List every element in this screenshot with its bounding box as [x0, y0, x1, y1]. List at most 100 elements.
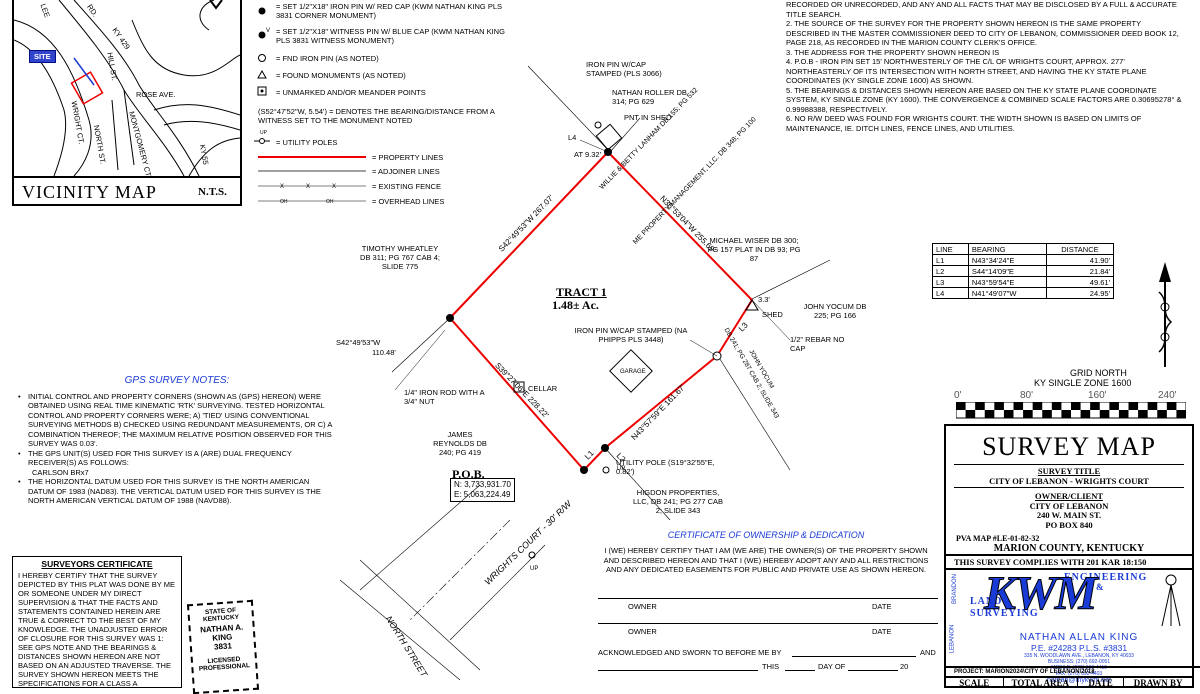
surveyor-certificate-text: I HEREBY CERTIFY THAT THE SURVEY DEPICTE… — [18, 571, 175, 688]
pob-coords: N: 3,733,931.70 E: 5,063,224.49 — [450, 478, 515, 502]
wrights-court-label: WRIGHTS COURT - 30' R/W — [483, 498, 575, 587]
roller-label: NATHAN ROLLER DB 314; PG 629 — [612, 88, 687, 106]
gps-notes: GPS SURVEY NOTES: • INITIAL CONTROL AND P… — [18, 376, 336, 506]
filled-circle-icon — [258, 7, 266, 15]
scale-label-80: 80' — [1020, 390, 1034, 401]
legend-item-unmarked: = UNMARKED AND/OR MEANDER POINTS — [276, 88, 426, 97]
pva-map: PVA MAP #LE-01-82-32 — [956, 534, 1040, 543]
bullet-icon: • — [18, 477, 21, 486]
firm-business: BUSINESS: (270) 692-0051 — [1047, 659, 1111, 665]
square-dot-icon — [257, 86, 267, 96]
gps-receiver: CARLSON BRx7 — [32, 467, 89, 477]
owner-label-1: OWNER — [628, 602, 657, 611]
scale-label-160: 160' — [1088, 390, 1107, 401]
rebar-label: 1/2" REBAR NO CAP — [790, 335, 845, 353]
yocum-label: JOHN YOCUM DB 225; PG 166 — [803, 302, 867, 320]
west-tie-distance: 110.48' — [372, 348, 396, 357]
firm-fax: FAX: (270) 692-4403 — [1055, 671, 1103, 677]
note-1: RECORDED OR UNRECORDED, AND ANY AND ALL … — [786, 0, 1177, 19]
legend-item-fnd-pin: = FND IRON PIN (AS NOTED) — [276, 54, 379, 63]
seal-state: STATE OF KENTUCKY — [202, 607, 240, 624]
firm-logo-letters: KWM — [983, 567, 1097, 621]
wiser-label: MICHAEL WISER DB 300; PG 157 PLAT IN DB … — [707, 236, 801, 263]
ownership-title: CERTIFICATE OF OWNERSHIP & DEDICATION — [667, 530, 865, 540]
bearing-nw-side: S42°49'53"W 267.07' — [497, 193, 556, 254]
firm-land: LAND — [970, 596, 1003, 607]
tract-area: 1.48± Ac. — [552, 298, 599, 312]
legend-symbols: V UP x x x OH OH — [254, 7, 366, 205]
firm-mobile: MOBILE: (270) 699-4410 — [1051, 665, 1107, 671]
fence-x-3: x — [332, 184, 336, 190]
triangle-icon — [257, 69, 267, 79]
reynolds-label: JAMES REYNOLDS DB 240; PG 419 — [433, 430, 487, 457]
line-bearing: N43°59'54"E — [967, 276, 1047, 288]
line-table-header: LINE BEARING DISTANCE — [932, 243, 1115, 255]
corner-nw — [446, 314, 454, 322]
pob-northing: N: 3,733,931.70 — [454, 480, 511, 489]
at932-label: AT 9.32' — [574, 150, 602, 159]
witness-pin-icon — [258, 31, 266, 39]
gps-note-2: THE GPS UNIT(S) USED FOR THIS SURVEY IS … — [28, 448, 292, 468]
gps-notes-title: GPS SURVEY NOTES: — [124, 375, 230, 386]
surveyor-certificate: SURVEYORS CERTIFICATE I HEREBY CERTIFY T… — [12, 556, 182, 688]
and-label: AND — [920, 648, 936, 657]
ownership-text: I (WE) HEREBY CERTIFY THAT I AM (WE ARE)… — [603, 546, 929, 574]
cellar-box — [513, 381, 525, 393]
legend-item-found-monuments: = FOUND MONUMENTS (AS NOTED) — [276, 71, 406, 80]
line-distance: 41.90' — [1045, 254, 1115, 266]
north-arrow-icon — [1158, 262, 1173, 367]
shed-label: SHED — [762, 310, 783, 319]
project-label: PROJECT: MARION2024\CITY OF LEBANON\2018 — [946, 666, 1200, 676]
surveyor-name: NATHAN ALLAN KING — [1019, 632, 1139, 643]
line-distance: 49.61' — [1045, 276, 1115, 288]
tract-name: TRACT 1 — [556, 285, 607, 299]
line-distance: 21.84' — [1045, 265, 1115, 277]
grid-north-label: GRID NORTH — [1070, 368, 1127, 378]
corner-s — [601, 444, 609, 452]
dist-33-label: 3.3' — [758, 295, 770, 304]
scale-bar — [956, 402, 1186, 419]
vicinity-map: SITE LEE RD. KY 429 HILL ST. ROSE AVE. W… — [12, 0, 242, 206]
surveyor-certificate-title: SURVEYORS CERTIFICATE — [41, 559, 153, 569]
pob-easting: E: 5,063,224.49 — [454, 490, 511, 499]
line-table-col-bearing: BEARING — [967, 243, 1047, 255]
date-label-1: DATE — [872, 602, 892, 611]
wheatley-label: TIMOTHY WHEATLEY DB 311; PG 767 CAB 4; S… — [360, 244, 440, 271]
legend-item-existing-fence: = EXISTING FENCE — [372, 182, 441, 191]
legend-item-overhead-lines: = OVERHEAD LINES — [372, 197, 445, 206]
pob-label: P.O.B. — [452, 467, 485, 481]
firm-engineering: ENGINEERING — [1064, 572, 1148, 583]
shed-box — [595, 123, 623, 151]
utility-pole-up: UP — [260, 130, 268, 136]
higdon-label: HIGDON PROPERTIES, LLC, DB 241; PG 277 C… — [632, 488, 724, 515]
iron-pin-mid-label: IRON PIN W/CAP STAMPED (NA PHIPPS PLS 34… — [574, 326, 688, 344]
overhead-oh-1: OH — [280, 199, 288, 205]
up-label-2: UP — [530, 566, 538, 572]
ownership-certificate: CERTIFICATE OF OWNERSHIP & DEDICATION I … — [596, 530, 936, 575]
note-5: 5. THE BEARINGS & DISTANCES SHOWN HEREON… — [786, 85, 1182, 114]
line-bearing: N43°34'24"E — [967, 254, 1047, 266]
open-circle-icon — [258, 54, 266, 62]
survey-notes: RECORDED OR UNRECORDED, AND ANY AND ALL … — [786, 0, 1186, 133]
gps-note-1: INITIAL CONTROL AND PROPERTY CORNERS (SH… — [28, 391, 332, 449]
owner-label-2: OWNER — [628, 627, 657, 636]
legend-item-bearing-distance: (S52°47'52"W, 5.54') = DENOTES THE BEARI… — [258, 107, 495, 125]
tripod-icon — [1161, 574, 1181, 627]
county-label: MARION COUNTY, KENTUCKY — [993, 543, 1145, 554]
title-block: SURVEY MAP SURVEY TITLE CITY OF LEBANON … — [944, 424, 1200, 688]
cellar-label: CELLAR — [528, 384, 558, 393]
up-label: UP — [617, 466, 625, 472]
scale-label-0: 0' — [954, 390, 962, 401]
owner-line-3: PO BOX 840 — [1045, 519, 1093, 530]
vicinity-map-title: VICINITY MAP — [22, 182, 157, 202]
survey-map-title: SURVEY MAP — [982, 432, 1156, 461]
l4-label: L4 — [568, 133, 577, 142]
survey-title-label: SURVEY TITLE — [1037, 466, 1101, 476]
firm-surveying: SURVEYING — [970, 608, 1039, 619]
utility-pole-icon — [528, 466, 610, 559]
overhead-oh-2: OH — [326, 199, 334, 205]
